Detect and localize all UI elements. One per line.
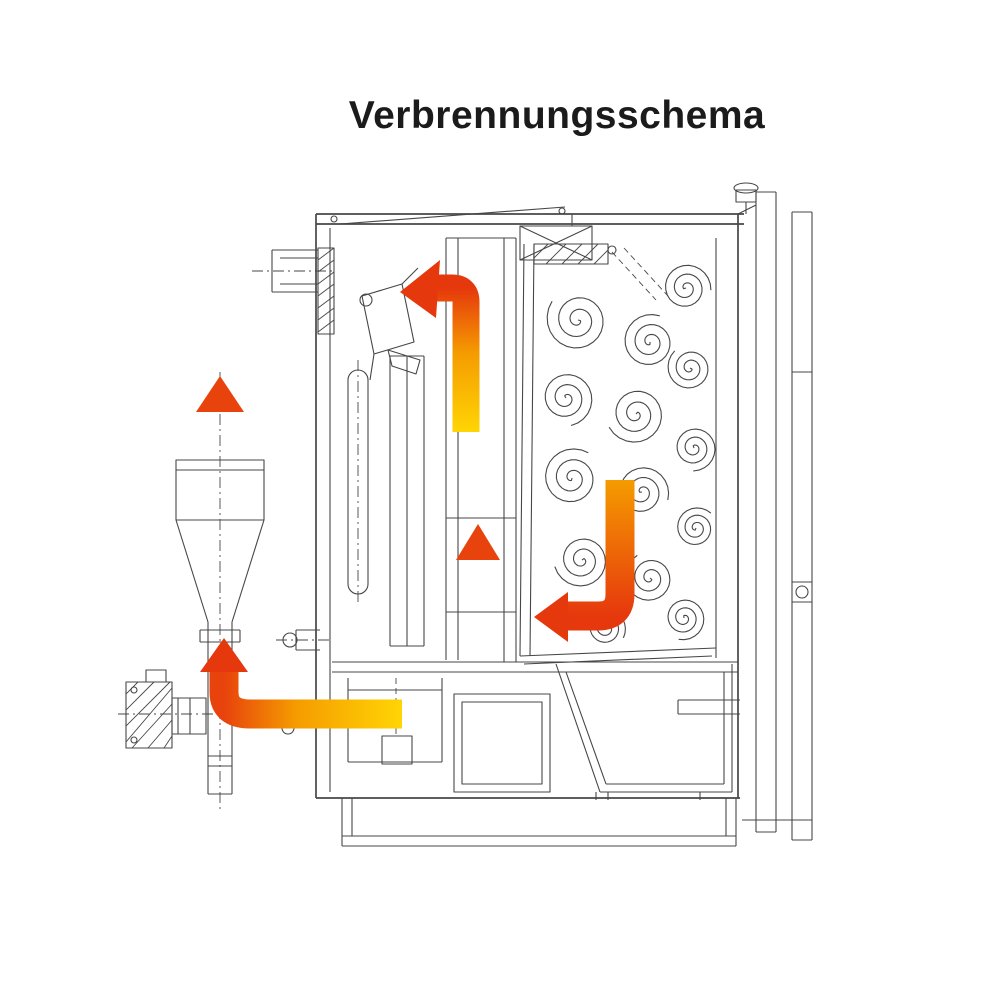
coil-spiral: [667, 350, 709, 389]
left-air-duct: [274, 247, 425, 735]
coil-spiral: [546, 297, 604, 349]
heat-exchanger-arrow-icon: [534, 480, 635, 642]
coil-spiral: [624, 554, 671, 601]
ash-pan: [555, 663, 740, 800]
boiler-top-assembly: [519, 213, 669, 301]
return-duct-arrow-icon: [200, 638, 402, 729]
coil-spiral: [677, 507, 712, 546]
secondary-channel-arrow-icon: [456, 524, 500, 604]
pellet-auger-motor: [118, 669, 312, 749]
cyclone-exit-arrow-icon: [196, 376, 244, 452]
coil-spiral: [665, 264, 712, 307]
heat-exchanger-chamber: [519, 238, 717, 665]
flue-gas-channel: [445, 237, 517, 662]
coil-spiral: [619, 467, 670, 512]
boiler-drawing: [118, 182, 813, 847]
diagram-title: Verbrennungsschema: [349, 94, 765, 137]
coil-spiral: [544, 374, 593, 427]
coil-spiral: [624, 314, 671, 365]
heat-exchanger-coils: [544, 264, 716, 643]
firebox-rise-arrow-icon: [400, 260, 480, 432]
flow-arrows: [196, 260, 635, 729]
coil-spiral: [545, 448, 594, 503]
boiler-outer-frame: [315, 182, 813, 847]
coil-spiral: [608, 390, 662, 443]
coil-spiral: [667, 599, 705, 641]
coil-spiral: [676, 428, 716, 472]
left-inlet-stub: [252, 249, 334, 293]
coil-spiral: [554, 538, 606, 587]
